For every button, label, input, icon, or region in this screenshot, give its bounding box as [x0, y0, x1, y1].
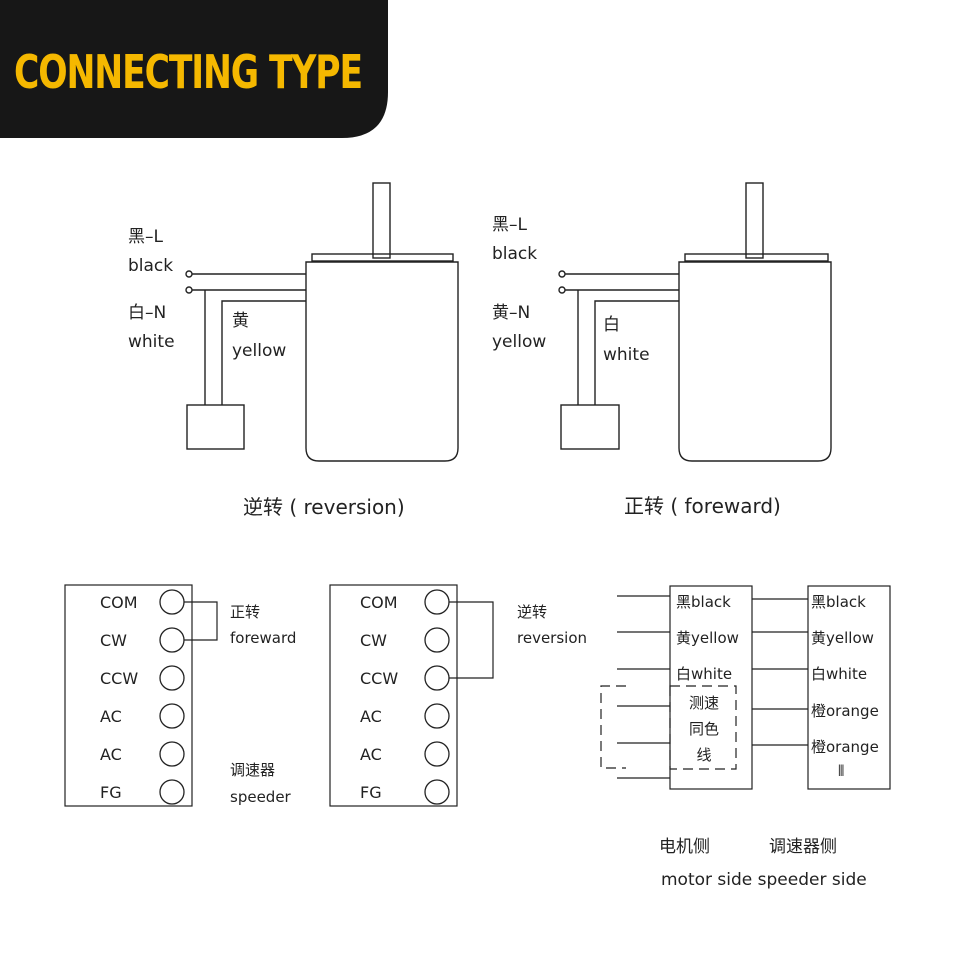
terminal-label-ac: AC: [100, 745, 122, 764]
terminal-label-ccw: CCW: [360, 669, 398, 688]
motor-flange: [311, 253, 454, 262]
label-yellow-cn: 黄: [232, 311, 249, 331]
speeder-wire-ground: ⫴: [838, 762, 844, 780]
terminal-screw-ac: [424, 703, 450, 729]
speeder-wire-white: 白white: [811, 665, 867, 683]
terminal-label-ac: AC: [100, 707, 122, 726]
label-white-cn: 白: [603, 315, 620, 335]
label-white-n: 白–N: [128, 303, 166, 323]
label-black-l: 黑–L: [492, 215, 527, 235]
terminal-screw-ac: [159, 741, 185, 767]
label-speeder-cn: 调速器: [230, 761, 275, 779]
terminal-screw-fg: [159, 779, 185, 805]
caption-reversion: 逆转 ( reversion): [243, 495, 405, 519]
label-white: white: [603, 345, 650, 365]
motor-reversion-diagram: [185, 182, 459, 462]
terminal-list: COM CW CCW AC AC FG: [360, 589, 450, 805]
speeder-side-box: [807, 585, 891, 790]
terminal-screw-cw: [159, 627, 185, 653]
terminal-screw-cw: [424, 627, 450, 653]
label-motor-speeder-side: motor side speeder side: [661, 870, 867, 890]
banner: CONNECTING TYPE: [0, 0, 388, 138]
terminal-list: COM CW CCW AC AC FG: [100, 589, 185, 805]
label-black-l: 黑–L: [128, 227, 163, 247]
wiring-cross-reference: [600, 585, 891, 790]
speed-wire-group: [669, 685, 737, 770]
terminal-screw-ccw: [424, 665, 450, 691]
motor-wire-yellow: 黄yellow: [676, 629, 739, 647]
motor-note-line-1: 测速: [689, 694, 719, 712]
link-com-ccw: [449, 601, 494, 679]
terminal-block-frame: [64, 584, 193, 807]
terminal-screw-fg: [424, 779, 450, 805]
motor-note-line-3: 线: [696, 746, 711, 764]
terminal-block-reversion: COM CW CCW AC AC FG: [329, 584, 494, 807]
label-motor-side-cn: 电机侧: [659, 837, 710, 857]
terminal-n: [185, 286, 193, 294]
caption-forward: 正转 ( foreward): [624, 494, 781, 518]
label-black: black: [492, 244, 537, 264]
speeder-wire-orange-2: 橙orange: [811, 738, 879, 756]
terminal-screw-com: [159, 589, 185, 615]
terminal-label-cw: CW: [100, 631, 127, 650]
label-yellow: yellow: [232, 341, 286, 361]
terminal-label-cw: CW: [360, 631, 387, 650]
label-speeder-side-cn: 调速器侧: [769, 837, 837, 857]
speeder-wire-orange-1: 橙orange: [811, 702, 879, 720]
label-speeder: speeder: [230, 788, 292, 806]
label-black: black: [128, 256, 173, 276]
label-reversion-cn: 逆转: [517, 603, 547, 621]
motor-forward-diagram: [558, 182, 832, 462]
label-foreward: foreward: [230, 629, 296, 647]
banner-title: CONNECTING TYPE: [14, 45, 362, 99]
link-com-cw: [184, 601, 218, 641]
terminal-label-ac: AC: [360, 707, 382, 726]
motor-body: [678, 261, 832, 462]
label-yellow-n: 黄–N: [492, 303, 530, 323]
motor-body: [305, 261, 459, 462]
terminal-l: [185, 270, 193, 278]
label-reversion: reversion: [517, 629, 587, 647]
terminal-screw-ac: [424, 741, 450, 767]
terminal-label-ac: AC: [360, 745, 382, 764]
motor-shaft: [745, 182, 764, 259]
terminal-label-fg: FG: [100, 783, 122, 802]
speeder-wire-yellow: 黄yellow: [811, 629, 874, 647]
motor-note-line-2: 同色: [689, 720, 719, 738]
terminal-label-com: COM: [360, 593, 398, 612]
capacitor: [186, 404, 245, 450]
terminal-screw-ac: [159, 703, 185, 729]
speeder-wire-black: 黑black: [811, 593, 866, 611]
terminal-screw-ccw: [159, 665, 185, 691]
terminal-block-frame: [329, 584, 458, 807]
motor-shaft: [372, 182, 391, 259]
terminal-label-com: COM: [100, 593, 138, 612]
capacitor: [560, 404, 620, 450]
label-yellow: yellow: [492, 332, 546, 352]
label-white: white: [128, 332, 175, 352]
wire-yellow: [221, 300, 306, 405]
banner-background: [0, 0, 388, 138]
terminal-l: [558, 270, 566, 278]
label-foreward-cn: 正转: [230, 603, 260, 621]
motor-wire-white: 白white: [676, 665, 732, 683]
motor-wire-black: 黑black: [676, 593, 731, 611]
terminal-n: [558, 286, 566, 294]
motor-flange: [684, 253, 829, 262]
speed-wire-bracket: [600, 685, 626, 769]
terminal-screw-com: [424, 589, 450, 615]
wire-white: [594, 300, 679, 405]
terminal-label-ccw: CCW: [100, 669, 138, 688]
terminal-block-forward: COM CW CCW AC AC FG: [64, 584, 218, 807]
terminal-label-fg: FG: [360, 783, 382, 802]
